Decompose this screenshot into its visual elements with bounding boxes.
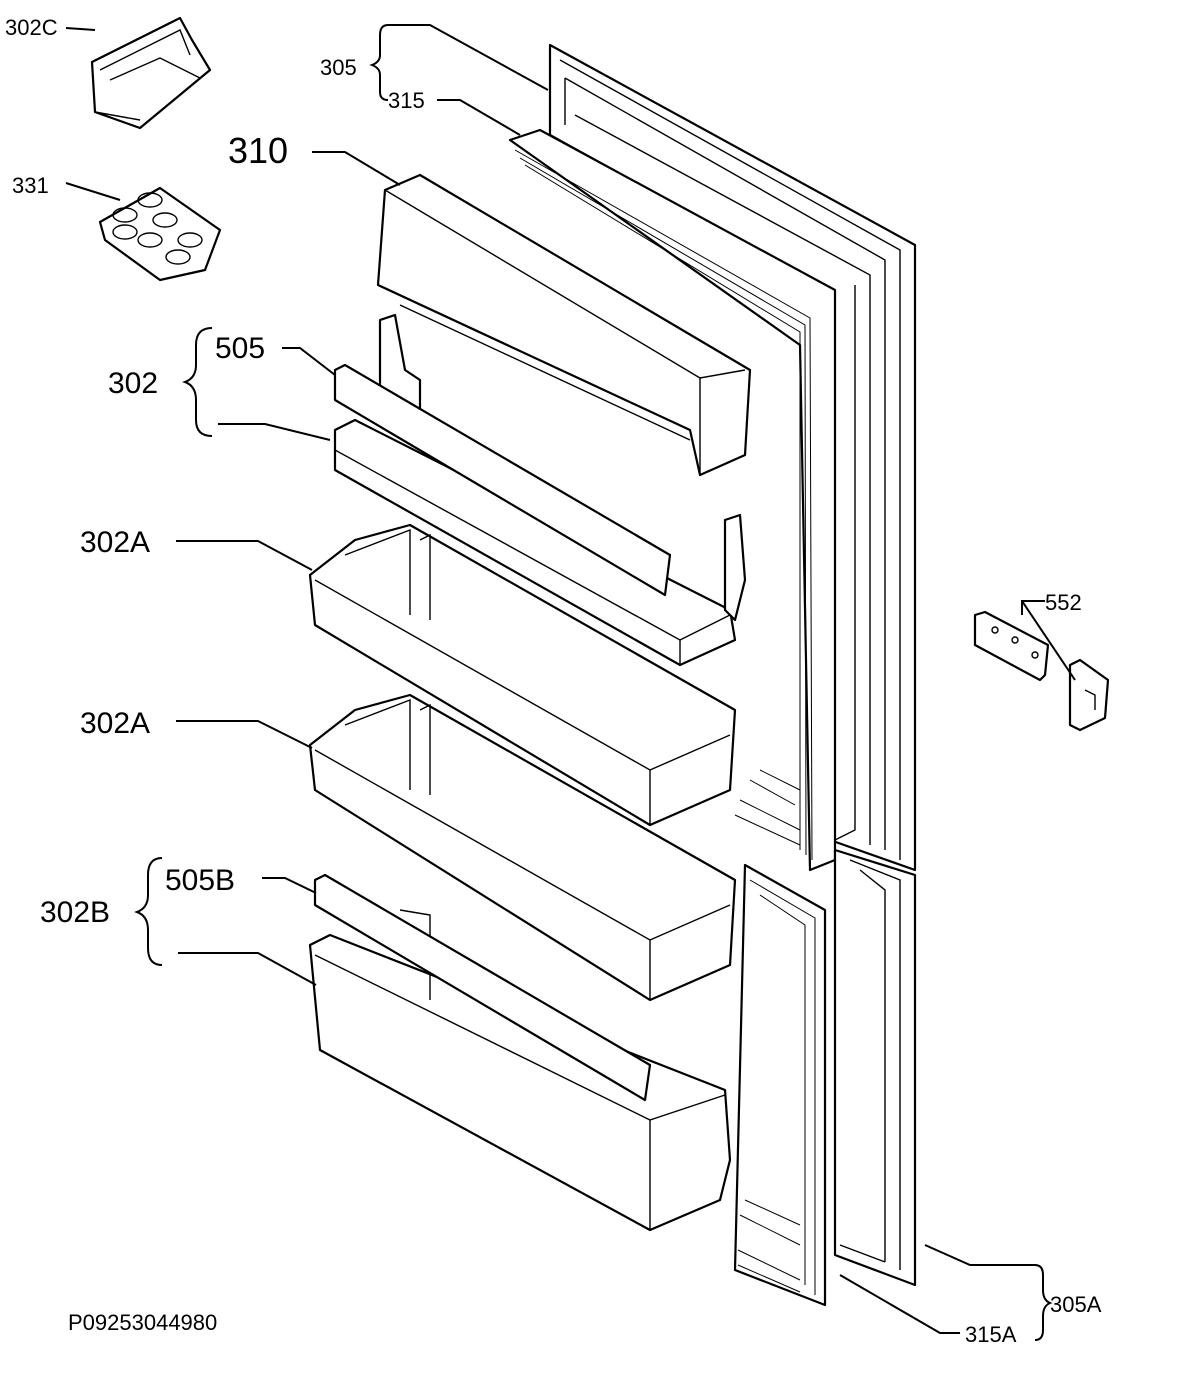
label-315: 315 [388, 88, 425, 113]
label-302A-lower: 302A [80, 707, 150, 740]
rail-505 [333, 363, 672, 597]
lower-gasket-315A [733, 863, 827, 1307]
label-315A: 315A [965, 1322, 1017, 1347]
label-505B: 505B [165, 864, 235, 897]
shelf-302A-upper [308, 523, 737, 827]
butter-dish-302C [90, 16, 212, 130]
label-305A: 305A [1050, 1292, 1102, 1317]
group-braces [134, 24, 1053, 1341]
upper-gasket-315 [508, 128, 837, 872]
lower-door-305A [833, 848, 917, 1287]
label-331: 331 [12, 173, 49, 198]
drawing-number: P09253044980 [68, 1310, 217, 1335]
hinge-bracket-552 [973, 610, 1110, 732]
label-505: 505 [215, 332, 265, 365]
leader-lines [65, 24, 1076, 1334]
shelf-302A-lower [308, 693, 737, 1002]
egg-tray-331 [98, 186, 222, 282]
label-302C: 302C [5, 15, 58, 40]
label-305: 305 [320, 55, 357, 80]
rail-505B [313, 873, 652, 1102]
dairy-compartment-310 [376, 173, 752, 477]
label-552: 552 [1045, 590, 1082, 615]
label-302: 302 [108, 367, 158, 400]
label-310: 310 [228, 130, 288, 171]
label-302A-upper: 302A [80, 526, 150, 559]
label-302B: 302B [40, 896, 110, 929]
